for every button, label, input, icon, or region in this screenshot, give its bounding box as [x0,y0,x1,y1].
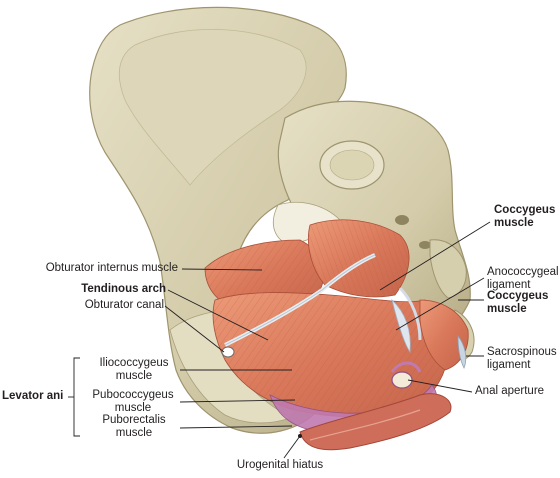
label-obturator-canal: Obturator canal [84,299,164,311]
label-urogenital-hiatus: Urogenital hiatus [236,459,324,471]
sacral-foramen [395,215,409,225]
anal-aperture [391,371,413,389]
label-anal-aperture: Anal aperture [475,385,545,397]
sacrospinous-ligament [457,334,467,369]
pubic-bone [299,393,452,451]
label-tendinous-arch: Tendinous arch [81,283,166,295]
coccyx [429,239,467,299]
label-obturator-internus: Obturator internus muscle [45,262,178,274]
sacral-foramen [419,241,431,249]
label-levator-ani: Levator ani [2,390,64,402]
iliac-fossa [118,29,307,186]
leader-lines [68,221,491,459]
anococcygeal-ligament [391,298,411,354]
obturator-canal [221,346,235,358]
